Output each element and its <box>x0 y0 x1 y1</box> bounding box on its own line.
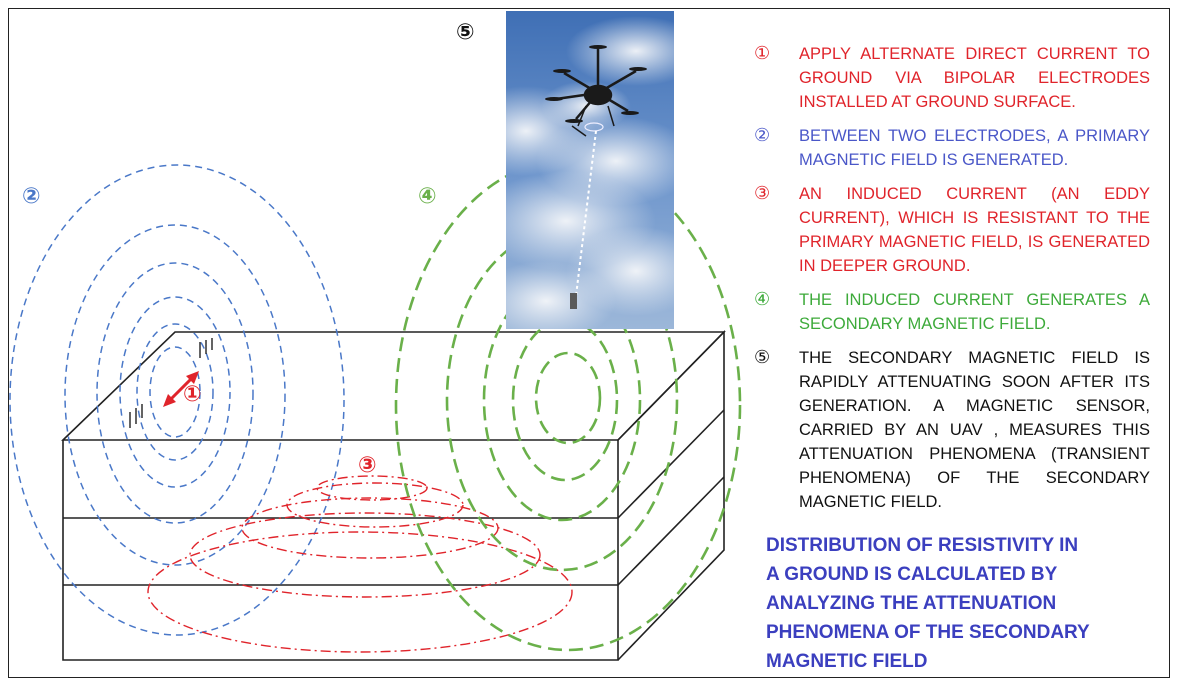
step-2: ② BETWEEN TWO ELECTRODES, A PRIMARY MAGN… <box>754 124 1150 176</box>
label-eddy-current: ③ <box>358 453 377 478</box>
clouds <box>506 16 674 329</box>
step-2-marker: ② <box>754 125 771 146</box>
conclusion-line: ANALYZING THE ATTENUATION <box>766 593 1057 614</box>
eddy-loop <box>147 531 573 653</box>
conclusion-line: MAGNETIC FIELD <box>766 651 928 672</box>
step-4-marker: ④ <box>754 289 771 310</box>
drone <box>545 45 647 137</box>
conclusion-line: PHENOMENA OF THE SECONDARY <box>766 622 1090 643</box>
primary-field-loop <box>136 323 214 461</box>
current-arrow <box>163 371 199 407</box>
step-2-text: BETWEEN TWO ELECTRODES, A PRIMARY MAGNET… <box>799 127 1150 169</box>
ground-block <box>61 330 726 661</box>
step-4: ④ THE INDUCED CURRENT GENERATES A SECOND… <box>754 288 1150 340</box>
ground-top-face <box>61 331 726 441</box>
eddy-loop <box>316 475 428 501</box>
step-3-text: AN INDUCED CURRENT (AN EDDY CURRENT), WH… <box>799 185 1150 275</box>
eddy-current-loops <box>147 475 573 653</box>
figure-border <box>8 8 1170 678</box>
step-5-marker: ⑤ <box>754 347 771 368</box>
ground-side-face <box>617 330 725 661</box>
eddy-loop <box>241 497 499 559</box>
eddy-loop <box>286 482 464 528</box>
step-1: ① APPLY ALTERNATE DIRECT CURRENT TO GROU… <box>754 42 1150 118</box>
conclusion-line: A GROUND IS CALCULATED BY <box>766 564 1058 585</box>
magnetic-sensor <box>570 293 577 309</box>
eddy-loop <box>189 512 541 598</box>
primary-field-loop <box>96 262 254 524</box>
electrodes <box>129 338 213 428</box>
label-primary-field: ② <box>22 184 41 209</box>
step-1-text: APPLY ALTERNATE DIRECT CURRENT TO GROUND… <box>799 45 1150 111</box>
primary-field-loop <box>64 224 286 566</box>
step-3: ③ AN INDUCED CURRENT (AN EDDY CURRENT), … <box>754 182 1150 282</box>
secondary-field-loop <box>511 318 619 482</box>
uav-photo <box>506 11 674 329</box>
step-5: ⑤ THE SECONDARY MAGNETIC FIELD IS RAPIDL… <box>754 346 1150 518</box>
current-arrowhead-up <box>186 371 199 384</box>
step-3-marker: ③ <box>754 183 771 204</box>
primary-field-loop <box>119 296 231 488</box>
secondary-field-loop <box>534 351 602 445</box>
tether-line <box>575 130 597 297</box>
primary-field-loop <box>149 346 201 438</box>
step-4-text: THE INDUCED CURRENT GENERATES A SECONDAR… <box>799 291 1150 333</box>
label-uav: ⑤ <box>456 20 475 45</box>
layer-line-2-side <box>617 476 725 586</box>
conclusion-line: DISTRIBUTION OF RESISTIVITY IN <box>766 535 1079 556</box>
conclusion-text: DISTRIBUTION OF RESISTIVITY IN A GROUND … <box>766 531 1126 676</box>
layer-line-1-side <box>617 409 725 519</box>
sensor-loop <box>584 122 604 132</box>
primary-field-loop <box>9 164 345 636</box>
step-5-text: THE SECONDARY MAGNETIC FIELD IS RAPIDLY … <box>799 349 1150 511</box>
label-secondary-field: ④ <box>418 184 437 209</box>
current-arrowhead-down <box>163 394 176 407</box>
primary-magnetic-field <box>9 164 345 636</box>
label-current: ① <box>183 382 202 407</box>
step-1-marker: ① <box>754 43 771 64</box>
ground-front-face <box>62 440 619 661</box>
